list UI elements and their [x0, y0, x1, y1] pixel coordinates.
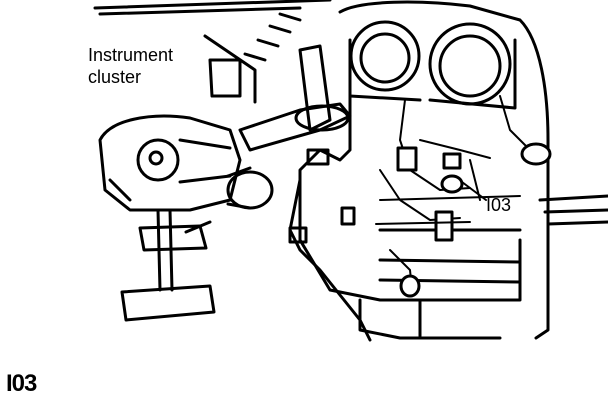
connector-d — [440, 174, 464, 194]
vent-slot-1 — [306, 148, 330, 166]
connector-e — [399, 274, 421, 298]
connector-c — [520, 142, 552, 166]
hub-spokes — [108, 138, 232, 202]
figure-id: I03 — [6, 370, 37, 397]
instrument-cluster-label-line1: Instrument — [88, 45, 174, 65]
gauge-right-inner — [438, 34, 502, 98]
vent-slot-2 — [340, 206, 356, 226]
dash-top-hatching — [243, 12, 302, 62]
vent-slot-3 — [288, 226, 308, 244]
console-lower — [358, 298, 502, 340]
connector-b — [442, 152, 462, 170]
hub-center — [136, 138, 180, 182]
ignition-cylinder — [226, 170, 274, 210]
instrument-cluster-label-line2: cluster — [88, 67, 142, 87]
left-knee-panel — [288, 178, 372, 342]
steering-hub — [98, 114, 242, 212]
connector-i03 — [434, 210, 454, 242]
lower-bracket — [375, 195, 521, 225]
connector-a — [396, 146, 418, 172]
stalk-knob — [294, 104, 350, 132]
pedal-bracket — [138, 220, 212, 252]
pedal-pad — [120, 284, 216, 322]
instrument-cluster-label: Instrument cluster — [88, 44, 208, 88]
cluster-housing — [338, 0, 550, 340]
dash-upper-panel — [93, 0, 332, 104]
column-shroud — [238, 102, 352, 152]
hub-bolt — [148, 150, 164, 166]
right-dash-edge — [538, 194, 608, 226]
gauge-left-inner — [359, 32, 411, 84]
ignition-body — [226, 166, 252, 210]
connector-callout-label: I03 — [486, 195, 512, 215]
steering-column — [298, 44, 332, 132]
